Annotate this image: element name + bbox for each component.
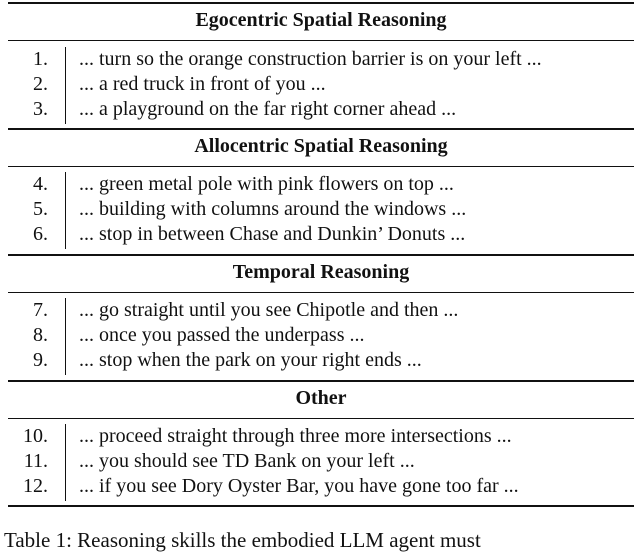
row-number: 1. — [33, 48, 48, 70]
table-row: 8. ... once you passed the underpass ... — [8, 323, 634, 348]
section-rule — [8, 254, 634, 256]
row-number: 4. — [33, 173, 48, 195]
row-text: ... a red truck in front of you ... — [79, 73, 326, 95]
table-row: 6. ... stop in between Chase and Dunkin’… — [8, 222, 634, 247]
table-row: 4. ... green metal pole with pink flower… — [8, 172, 634, 197]
table-row: 1. ... turn so the orange construction b… — [8, 47, 634, 72]
column-separator — [65, 298, 66, 375]
table-caption: Table 1: Reasoning skills the embodied L… — [4, 528, 481, 552]
row-number: 11. — [23, 450, 48, 472]
section-title-allocentric: Allocentric Spatial Reasoning — [194, 135, 448, 157]
section-rule — [8, 128, 634, 130]
table-row: 2. ... a red truck in front of you ... — [8, 72, 634, 97]
row-text: ... stop when the park on your right end… — [79, 349, 422, 371]
table-row: 10. ... proceed straight through three m… — [8, 424, 634, 449]
table-row: 3. ... a playground on the far right cor… — [8, 97, 634, 122]
section-rule — [8, 166, 634, 167]
column-separator — [65, 172, 66, 249]
table-row: 7. ... go straight until you see Chipotl… — [8, 298, 634, 323]
row-text: ... if you see Dory Oyster Bar, you have… — [79, 475, 519, 497]
section-title-temporal: Temporal Reasoning — [232, 261, 410, 283]
row-text: ... turn so the orange construction barr… — [79, 48, 542, 70]
row-number: 9. — [33, 349, 48, 371]
section-rule — [8, 292, 634, 293]
row-text: ... once you passed the underpass ... — [79, 324, 365, 346]
row-text: ... stop in between Chase and Dunkin’ Do… — [79, 223, 466, 245]
row-number: 7. — [33, 299, 48, 321]
table-row: 11. ... you should see TD Bank on your l… — [8, 449, 634, 474]
row-text: ... you should see TD Bank on your left … — [79, 450, 415, 472]
row-number: 10. — [23, 425, 48, 447]
row-number: 2. — [33, 73, 48, 95]
column-separator — [65, 424, 66, 501]
section-rule — [8, 40, 634, 41]
row-text: ... green metal pole with pink flowers o… — [79, 173, 454, 195]
row-text: ... proceed straight through three more … — [79, 425, 512, 447]
row-number: 3. — [33, 98, 48, 120]
row-number: 12. — [23, 475, 48, 497]
table-row: 5. ... building with columns around the … — [8, 197, 634, 222]
table-row: 12. ... if you see Dory Oyster Bar, you … — [8, 474, 634, 499]
table-row: 9. ... stop when the park on your right … — [8, 348, 634, 373]
bottom-rule — [8, 505, 634, 507]
column-separator — [65, 47, 66, 124]
row-text: ... go straight until you see Chipotle a… — [79, 299, 459, 321]
section-title-other: Other — [295, 387, 347, 409]
row-number: 8. — [33, 324, 48, 346]
section-title-egocentric: Egocentric Spatial Reasoning — [195, 9, 447, 31]
section-rule — [8, 418, 634, 419]
row-text: ... building with columns around the win… — [79, 198, 467, 220]
row-number: 5. — [33, 198, 48, 220]
row-text: ... a playground on the far right corner… — [79, 98, 457, 120]
top-rule — [8, 2, 634, 4]
section-rule — [8, 380, 634, 382]
row-number: 6. — [33, 223, 48, 245]
